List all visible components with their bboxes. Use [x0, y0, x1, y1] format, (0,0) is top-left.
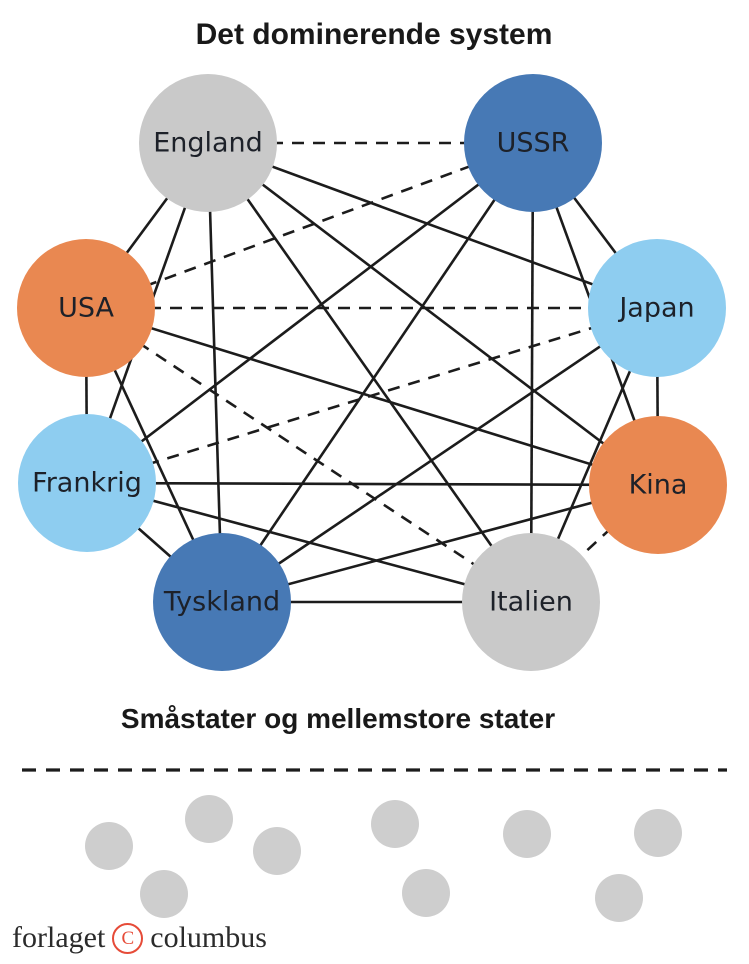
node-label-frankrig: Frankrig	[32, 468, 142, 499]
small-state-dot-5	[371, 800, 419, 848]
publisher-footer: forlaget C columbus	[12, 921, 267, 955]
small-state-dot-8	[634, 809, 682, 857]
copyright-icon: C	[112, 922, 144, 954]
node-japan	[588, 239, 726, 377]
node-label-kina: Kina	[629, 470, 688, 501]
node-label-england: England	[153, 128, 263, 159]
node-label-usa: USA	[58, 293, 114, 324]
small-state-dot-7	[503, 810, 551, 858]
edge-usa-italien-dashed	[85, 306, 532, 604]
node-label-japan: Japan	[617, 293, 694, 324]
edge-frankrig-kina-solid	[86, 481, 659, 487]
page-title: Det dominerende system	[195, 18, 553, 51]
edge-ussr-tyskland-solid	[220, 142, 535, 603]
edge-england-kina-solid	[207, 141, 659, 487]
node-kina	[589, 416, 727, 554]
small-state-dot-6	[402, 869, 450, 917]
edge-usa-ussr-dashed	[85, 141, 534, 310]
small-state-dot-4	[140, 870, 188, 918]
publisher-name-right: columbus	[150, 921, 267, 954]
node-italien	[462, 533, 600, 671]
node-label-tyskland: Tyskland	[163, 587, 280, 618]
node-england	[139, 74, 277, 212]
small-states-heading: Småstater og mellemstore stater	[120, 703, 556, 734]
publisher-name-left: forlaget	[12, 921, 106, 954]
edge-frankrig-ussr-solid	[86, 141, 534, 485]
edge-england-italien-solid	[206, 142, 533, 603]
edge-kina-tyskland-solid	[221, 483, 659, 604]
edge-frankrig-japan-dashed	[86, 306, 658, 485]
small-state-dot-1	[85, 822, 133, 870]
small-state-dot-3	[253, 827, 301, 875]
small-state-dot-2	[185, 795, 233, 843]
small-state-dot-9	[595, 874, 643, 922]
edge-england-tyskland-solid	[206, 142, 224, 603]
edge-japan-tyskland-solid	[221, 306, 658, 604]
node-label-italien: Italien	[489, 587, 573, 618]
node-label-ussr: USSR	[497, 128, 570, 159]
node-usa	[17, 239, 155, 377]
node-tyskland	[153, 533, 291, 671]
node-ussr	[464, 74, 602, 212]
node-frankrig	[18, 414, 156, 552]
edge-ussr-italien-solid	[529, 142, 535, 603]
